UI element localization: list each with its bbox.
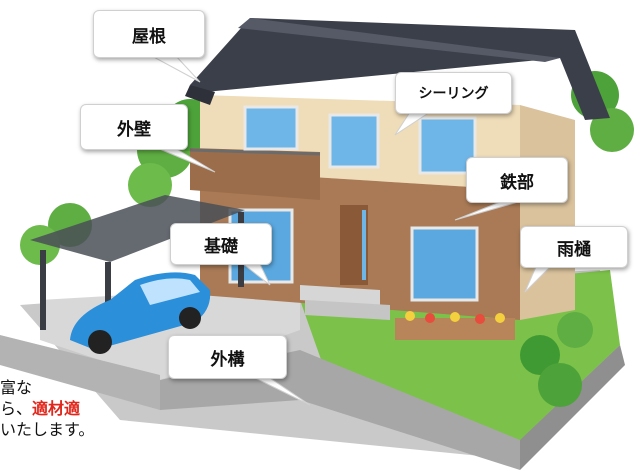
caption-line-2: ら、適材適	[0, 398, 160, 419]
roof	[185, 18, 610, 120]
car	[70, 272, 211, 354]
caption-line-3: いたします。	[0, 420, 95, 439]
foreground-trees	[520, 312, 593, 407]
label-foundation: 基礎	[170, 223, 272, 265]
label-wall: 外壁	[80, 104, 188, 150]
label-metal: 鉄部	[466, 157, 568, 203]
label-sealing: シーリング	[395, 72, 512, 114]
label-roof: 屋根	[93, 10, 205, 58]
label-exterior: 外構	[168, 335, 287, 379]
boundary-wall	[0, 335, 625, 470]
caption-highlight: 適材適	[32, 399, 81, 418]
caption-text: 富な ら、適材適 いたします。	[0, 377, 160, 440]
label-gutter: 雨樋	[520, 226, 628, 268]
caption-line-1: 富な	[0, 378, 33, 397]
house-body	[189, 95, 575, 320]
caption-line-2-prefix: ら、	[0, 399, 33, 418]
flower-bed	[395, 311, 515, 340]
